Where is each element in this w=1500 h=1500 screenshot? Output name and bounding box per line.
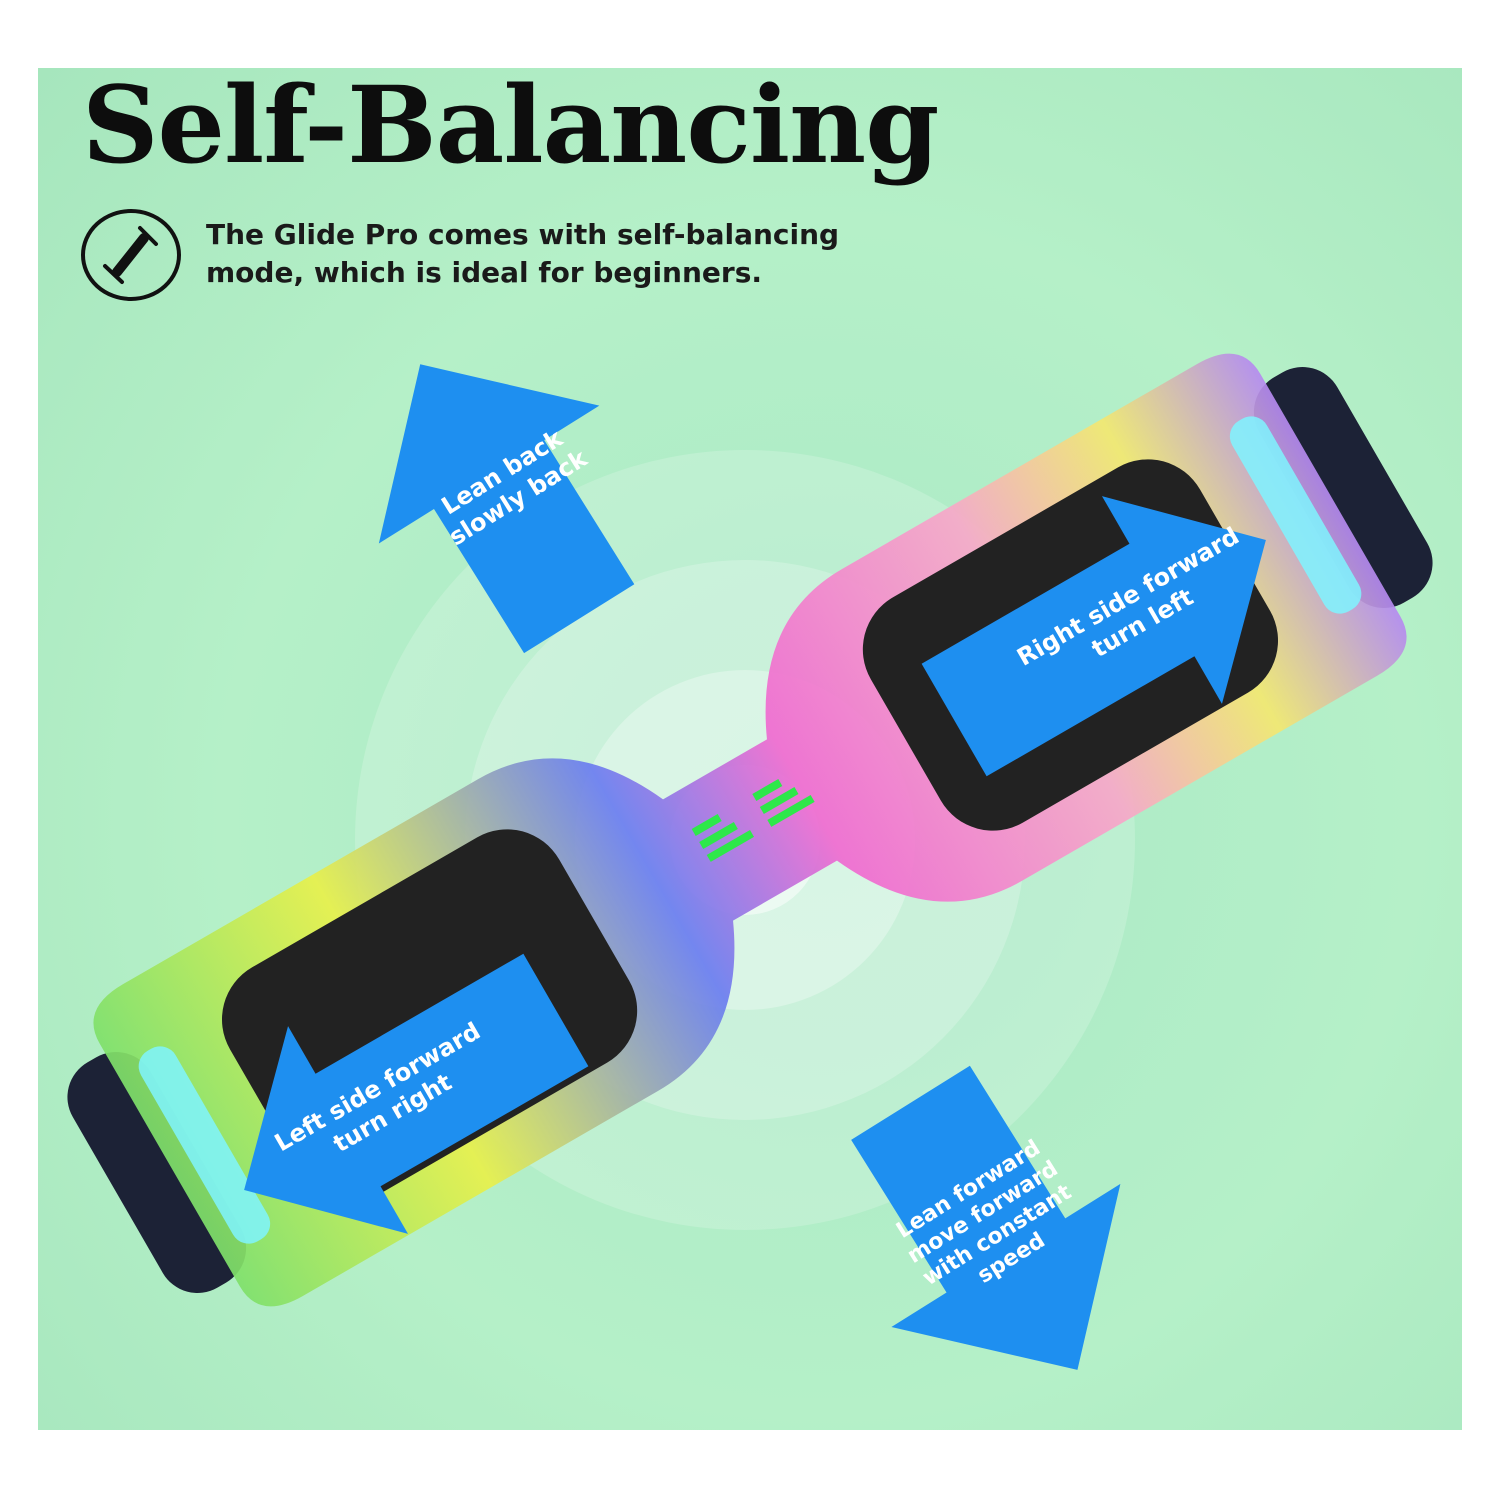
- arrow-left-side: [244, 953, 589, 1234]
- description-line: The Glide Pro comes with self-balancing: [206, 218, 840, 251]
- right-light: [1229, 416, 1362, 614]
- arrow-right-side: [921, 496, 1266, 777]
- balance-icon: [81, 209, 181, 301]
- description-line: mode, which is ideal for beginners.: [206, 256, 763, 289]
- description: The Glide Pro comes with self-balancing …: [206, 216, 839, 292]
- left-light: [138, 1046, 271, 1244]
- right-wheel: [1253, 367, 1433, 608]
- battery-indicator: [691, 779, 815, 862]
- page-title: Self-Balancing: [82, 62, 939, 187]
- arrow-lean-forward: [851, 1065, 1121, 1370]
- arrow-lean-back: [378, 364, 635, 654]
- left-wheel: [67, 1052, 247, 1293]
